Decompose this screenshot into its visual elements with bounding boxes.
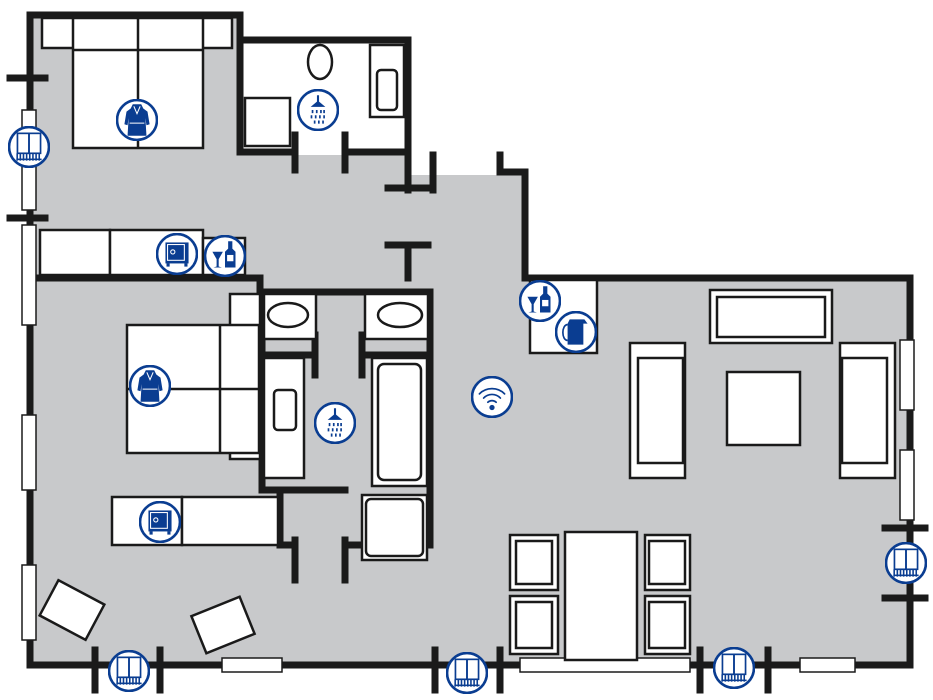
radiator-icon (108, 650, 150, 692)
armchairs (37, 578, 257, 655)
bathroom-1-fixtures (243, 43, 406, 148)
sofa-set (628, 288, 897, 480)
walls (6, 11, 929, 694)
desk-2 (110, 495, 280, 547)
bathrobe-icon (116, 99, 158, 141)
bed-2 (125, 292, 262, 461)
dining-set (508, 530, 692, 662)
safe-icon (156, 233, 198, 275)
radiator-icon (713, 647, 755, 689)
radiator-icon (885, 542, 927, 584)
radiator-icon (446, 652, 488, 694)
radiator-icon (8, 126, 50, 168)
safe-icon (139, 501, 181, 543)
kettle-icon (555, 311, 597, 353)
minibar-icon (519, 280, 561, 322)
wifi-icon (471, 376, 513, 418)
minibar-icon (204, 235, 246, 277)
bathroom-2-fixtures (262, 292, 430, 562)
windows (21, 109, 915, 673)
shower-icon (297, 89, 339, 131)
shower-icon (314, 402, 356, 444)
bathrobe-icon (129, 365, 171, 407)
